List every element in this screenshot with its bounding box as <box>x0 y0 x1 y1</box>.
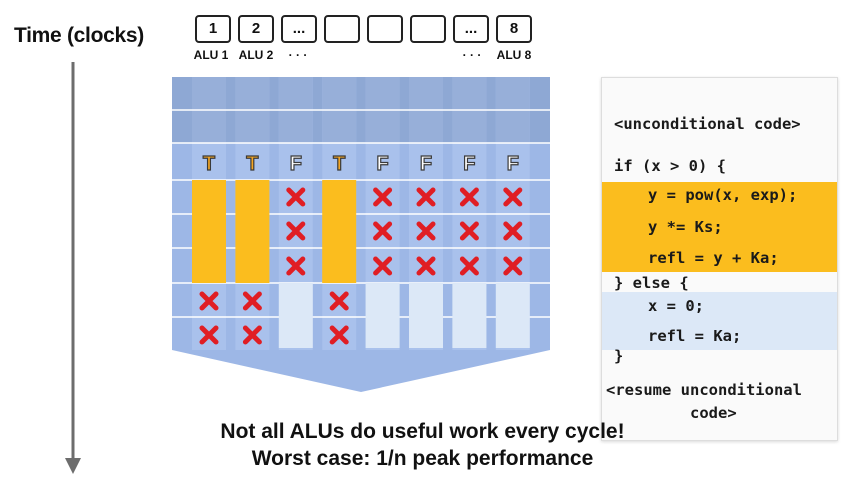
inactive-x-icon <box>286 187 306 207</box>
code-line: } <box>614 347 624 365</box>
time-arrow-icon <box>65 62 81 474</box>
inactive-x-icon <box>242 325 262 345</box>
true-result-label: T <box>246 153 258 175</box>
active-lane-segment <box>192 180 226 283</box>
code-line: <resume unconditional <box>606 381 802 399</box>
alu-box: 1 <box>195 15 231 43</box>
inactive-x-icon <box>373 221 393 241</box>
true-result-label: T <box>333 153 345 175</box>
alu-caption: ALU 1 <box>193 48 229 62</box>
else-lane-segment <box>365 283 400 348</box>
code-line: x = 0; <box>648 297 704 315</box>
code-line: refl = Ka; <box>648 327 742 345</box>
alu-caption: ALU 8 <box>496 48 532 62</box>
code-line: y = pow(x, exp); <box>648 186 798 204</box>
code-line: refl = y + Ka; <box>648 249 779 267</box>
inactive-x-icon <box>242 291 262 311</box>
else-lane-segment <box>409 283 443 348</box>
inactive-x-icon <box>503 256 523 276</box>
false-result-label: F <box>463 153 475 175</box>
alu-box: 2 <box>238 15 274 43</box>
active-lane-segment <box>322 180 357 283</box>
false-result-label: F <box>376 153 388 175</box>
true-branch-highlight <box>602 182 837 272</box>
code-line: code> <box>690 404 737 422</box>
alu-box <box>410 15 446 43</box>
false-result-label: F <box>290 153 302 175</box>
alu-box <box>324 15 360 43</box>
time-axis-label: Time (clocks) <box>14 24 144 47</box>
inactive-x-icon <box>503 187 523 207</box>
code-line: if (x > 0) { <box>614 157 726 175</box>
caption-line-1: Not all ALUs do useful work every cycle! <box>220 420 625 443</box>
inactive-x-icon <box>286 221 306 241</box>
inactive-x-icon <box>373 187 393 207</box>
inactive-x-icon <box>286 256 306 276</box>
code-line: <unconditional code> <box>614 115 801 133</box>
inactive-x-icon <box>503 221 523 241</box>
false-result-label: F <box>420 153 432 175</box>
alu-box: ... <box>453 15 489 43</box>
inactive-x-icon <box>199 291 219 311</box>
alu-caption: ALU 2 <box>238 48 274 62</box>
alu-box <box>367 15 403 43</box>
alu-caption: · · · <box>462 48 482 62</box>
inactive-x-icon <box>199 325 219 345</box>
inactive-x-icon <box>329 291 349 311</box>
code-panel: <unconditional code> if (x > 0) { y = po… <box>601 77 838 441</box>
alu-box: 8 <box>496 15 532 43</box>
alu-box: ... <box>281 15 317 43</box>
inactive-x-icon <box>416 187 436 207</box>
else-lane-segment <box>452 283 487 348</box>
inactive-x-icon <box>329 325 349 345</box>
active-lane-segment <box>235 180 270 283</box>
else-lane-segment <box>278 283 313 348</box>
else-branch-highlight <box>602 292 837 350</box>
code-line: } else { <box>614 274 689 292</box>
true-result-label: T <box>203 153 215 175</box>
inactive-x-icon <box>416 221 436 241</box>
inactive-x-icon <box>373 256 393 276</box>
alu-caption: · · · <box>288 48 308 62</box>
caption-line-2: Worst case: 1/n peak performance <box>251 447 594 470</box>
inactive-x-icon <box>459 256 479 276</box>
inactive-x-icon <box>416 256 436 276</box>
inactive-x-icon <box>459 187 479 207</box>
code-line: y *= Ks; <box>648 218 723 236</box>
inactive-x-icon <box>459 221 479 241</box>
false-result-label: F <box>507 153 519 175</box>
else-lane-segment <box>495 283 530 348</box>
